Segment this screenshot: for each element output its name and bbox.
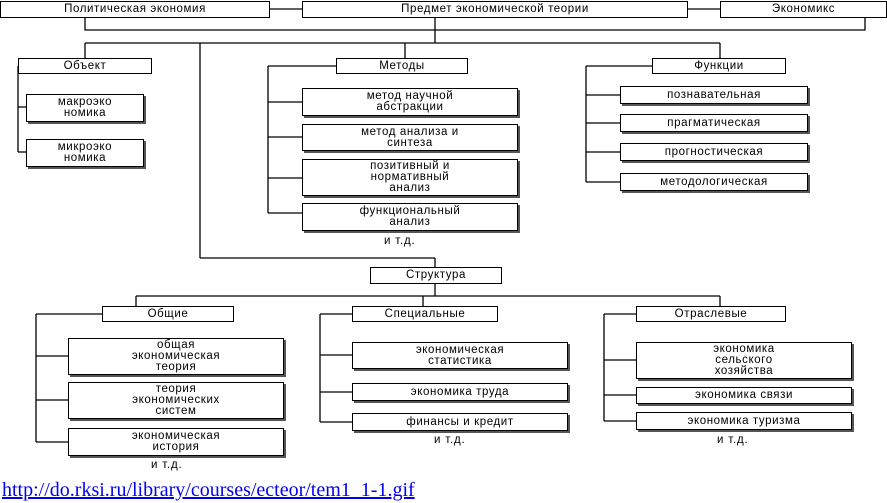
special-etc-label: и т.д. (434, 434, 466, 446)
box-sectoral-title: Отраслевые (636, 306, 786, 322)
sectoral-etc-label: и т.д. (717, 434, 749, 446)
box-subject-economic-theory: Предмет экономической теории (302, 1, 688, 18)
box-general-title: Общие (102, 306, 234, 322)
box-agricultural-economics: экономика сельского хозяйства (636, 342, 852, 379)
box-structure-title: Структура (370, 267, 502, 284)
general-etc-label: и т.д. (151, 459, 183, 471)
box-function-pragmatic: прагматическая (620, 114, 808, 132)
box-special-title: Специальные (352, 306, 498, 322)
box-economic-systems-theory: теория экономических систем (68, 382, 284, 419)
box-economic-statistics: экономическая статистика (352, 342, 568, 369)
box-function-methodological: методологическая (620, 173, 808, 191)
box-tourism-economics: экономика туризма (636, 412, 852, 430)
box-functions-title: Функции (652, 58, 786, 74)
box-object-macro: макроэко номика (26, 94, 144, 122)
box-method-positive-normative: позитивный и нормативный анализ (302, 159, 518, 196)
box-political-economy: Политическая экономия (0, 1, 270, 18)
box-finance-credit: финансы и кредит (352, 413, 568, 431)
methods-etc-label: и т.д. (384, 235, 416, 247)
box-method-functional: функциональный анализ (302, 203, 518, 231)
box-object-micro: микроэко номика (26, 139, 144, 167)
source-url-link[interactable]: http://do.rksi.ru/library/courses/ecteor… (2, 479, 415, 501)
box-general-theory: общая экономическая теория (68, 338, 284, 375)
box-object-title: Объект (18, 58, 152, 74)
box-economics: Экономикс (720, 1, 887, 18)
box-method-abstraction: метод научной абстракции (302, 88, 518, 116)
box-economic-history: экономическая история (68, 428, 284, 456)
box-communication-economics: экономика связи (636, 387, 852, 404)
box-function-cognitive: познавательная (620, 86, 808, 104)
box-methods-title: Методы (336, 58, 468, 74)
box-function-prognostic: прогностическая (620, 143, 808, 161)
box-labor-economics: экономика труда (352, 383, 568, 401)
box-method-analysis-synthesis: метод анализа и синтеза (302, 124, 518, 151)
